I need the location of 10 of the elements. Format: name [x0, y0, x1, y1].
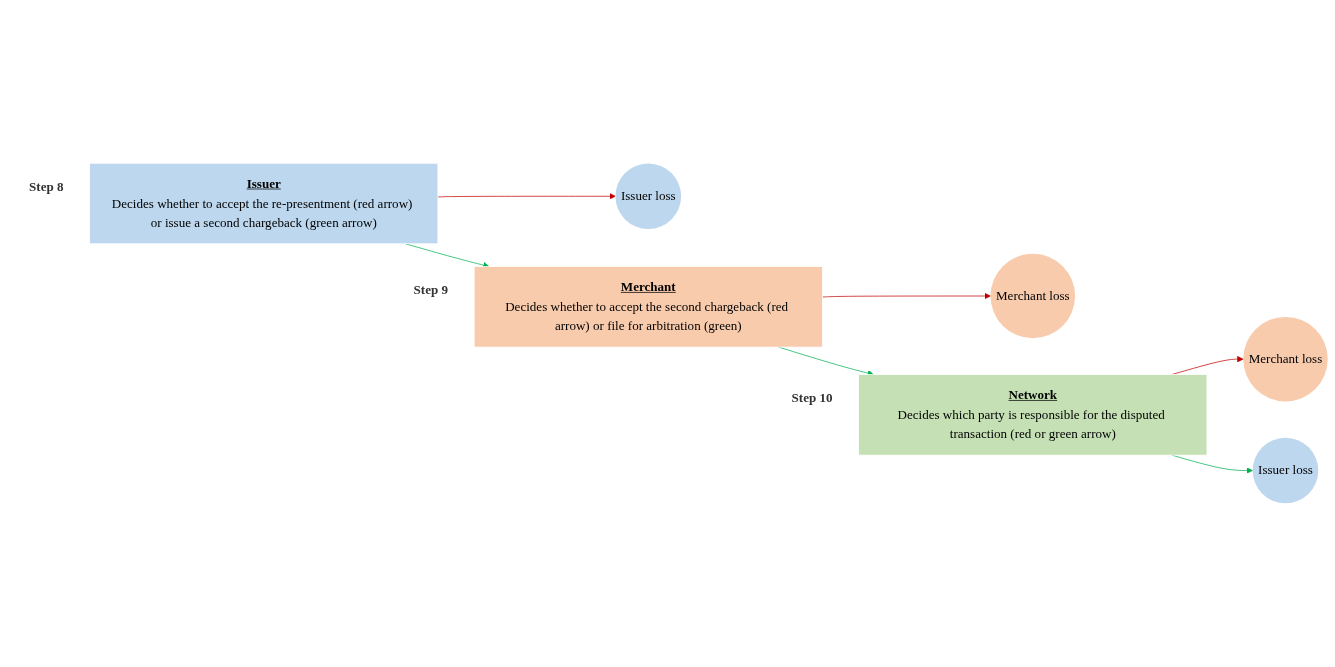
node-box: Merchant Decides whether to accept the second chargeback (red arrow) or file for arbitration (green)	[473, 266, 823, 348]
node-circle: Merchant loss	[1243, 317, 1328, 402]
node-label: Step 10	[791, 390, 833, 406]
node-label: Step 8	[29, 179, 64, 194]
node-circle: Issuer loss	[615, 163, 682, 230]
node-circle: Merchant loss	[990, 254, 1076, 339]
node-circle: Issuer loss	[1252, 437, 1319, 504]
node-box: Issuer Decides whether to accept the re-presentment (red arrow) or issue a second chargeback (green arrow)	[89, 163, 439, 245]
node-box: Network Decides which party is responsible for the disputed transaction (red or green arrow)	[858, 374, 1208, 456]
node-label: Step 9	[413, 282, 449, 298]
